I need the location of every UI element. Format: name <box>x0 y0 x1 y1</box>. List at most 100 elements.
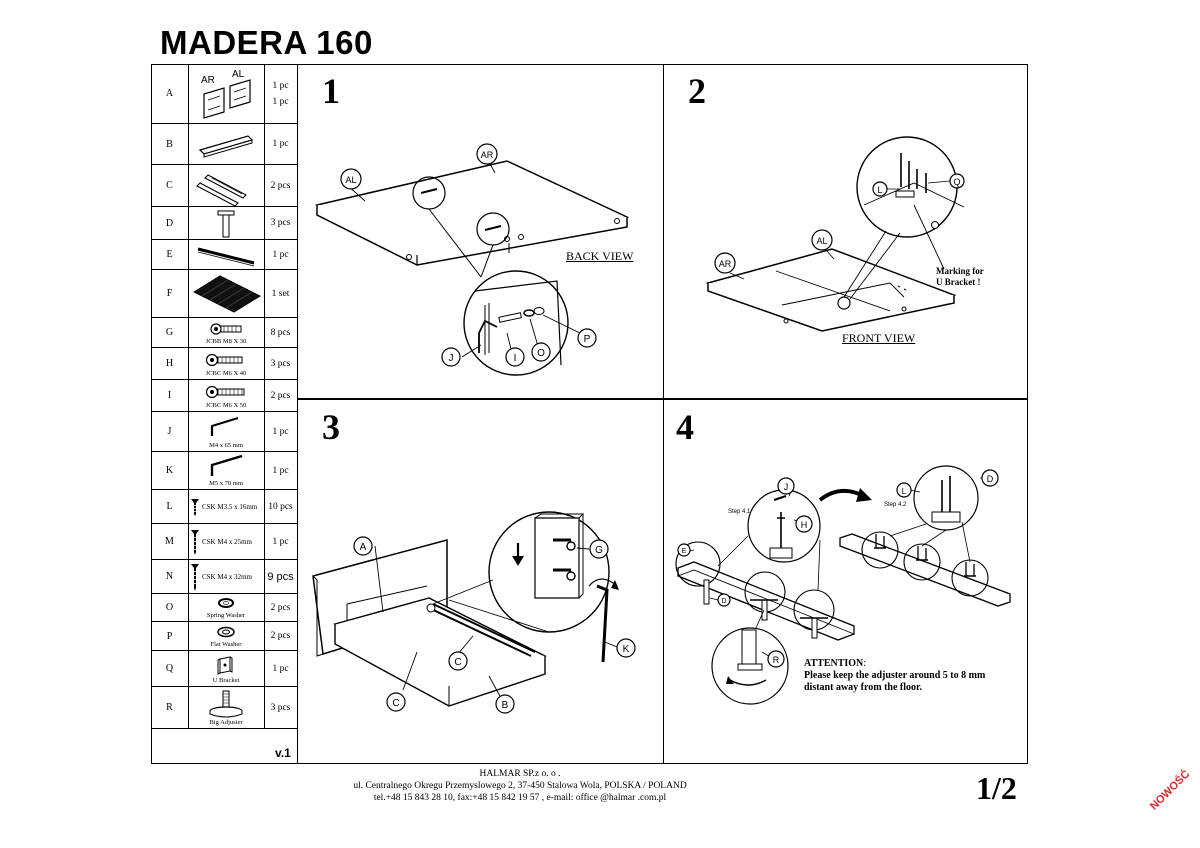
part-qty: 2 pcs <box>270 602 291 613</box>
part-qty: 1 pc <box>272 139 289 149</box>
callout-j: J <box>784 482 789 492</box>
part-qty: 3 pcs <box>270 702 291 713</box>
step-1-number: 1 <box>322 71 340 111</box>
part-label: JCBC M6 X 50 <box>205 402 247 409</box>
part-letter: C <box>151 165 189 206</box>
footer: HALMAR SP.z o. o . ul. Centralnego Okreg… <box>300 768 740 804</box>
bolt-icon: JCBC M6 X 40 <box>188 348 265 379</box>
part-letter: M <box>151 524 189 559</box>
part-letter: B <box>151 124 189 164</box>
part-row-h: H JCBC M6 X 40 3 pcs <box>151 348 297 380</box>
screw-icon: CSK M4 x 32mm <box>188 560 265 593</box>
part-label: JCBC M6 X 40 <box>205 370 247 377</box>
part-letter: G <box>151 318 189 347</box>
part-label: CSK M4 x 25mm <box>202 537 252 546</box>
part-row-b: B 1 pc <box>151 124 297 165</box>
headboard-panels-icon: AR AL <box>188 64 265 123</box>
part-qty: 1 pc <box>272 96 289 107</box>
part-qty: 1 pc <box>272 663 289 674</box>
callout-o: O <box>537 348 545 359</box>
attention-note: ATTENTION: Please keep the adjuster arou… <box>804 658 986 693</box>
part-letter: A <box>151 64 189 123</box>
attention-line: distant away from the floor. <box>804 682 923 693</box>
version-label: v.1 <box>275 746 291 760</box>
part-label: Flat Washer <box>210 641 242 648</box>
callout-p: P <box>584 334 591 345</box>
callout-q: Q <box>953 177 960 187</box>
callout-r: R <box>773 655 780 665</box>
part-letter: R <box>151 687 189 728</box>
step-1-diagram: AL AR J I O P <box>314 143 630 376</box>
part-label-al: AL <box>232 69 245 80</box>
part-letter: L <box>151 490 189 523</box>
part-letter: D <box>151 207 189 239</box>
side-rail-icon <box>188 165 265 207</box>
note-line: Marking for <box>936 266 984 276</box>
callout-ar: AR <box>481 150 494 160</box>
footer-address: ul. Centralnego Okregu Przemyslowego 2, … <box>353 781 687 791</box>
part-label: U Bracket <box>212 677 240 684</box>
part-label-ar: AR <box>201 75 215 86</box>
footer-contact: tel.+48 15 843 28 10, fax:+48 15 842 19 … <box>373 793 667 803</box>
substep-4-2-label: Step 4.2 <box>884 502 907 508</box>
part-row-r: R Big Adjuster 3 pcs <box>151 687 297 729</box>
step-3-diagram: A G C C B K <box>312 511 636 714</box>
callout-h: H <box>801 520 808 530</box>
part-qty: 2 pcs <box>270 390 291 401</box>
part-row-g: G JCBB M8 X 30 8 pcs <box>151 318 297 348</box>
screw-icon: CSK M4 x 25mm <box>188 524 265 559</box>
part-qty: 1 pc <box>272 80 289 91</box>
part-qty: 3 pcs <box>270 218 291 228</box>
step-2-caption: FRONT VIEW <box>842 331 916 345</box>
panel-divider-horizontal <box>298 398 1028 400</box>
part-letter: Q <box>151 651 189 686</box>
callout-c: C <box>392 698 399 709</box>
attention-title: ATTENTION <box>804 658 864 669</box>
instruction-sheet <box>151 64 1028 764</box>
part-row-o: O Spring Washer 2 pcs <box>151 594 297 622</box>
callout-al: AL <box>345 175 356 185</box>
callout-c: C <box>454 657 461 668</box>
screw-icon: CSK M3.5 x 16mm <box>188 490 265 523</box>
step-3-number: 3 <box>322 407 340 447</box>
callout-a: A <box>360 542 367 553</box>
part-qty: 2 pcs <box>270 631 291 641</box>
part-letter: N <box>151 560 189 593</box>
adjuster-icon: Big Adjuster <box>188 687 265 728</box>
part-letter: E <box>151 240 189 269</box>
leg-icon <box>188 207 265 239</box>
step-4-diagram: J H E D R L D Step 4.1 Step 4.2 <box>675 465 1011 705</box>
part-qty: 1 pc <box>272 249 289 260</box>
part-letter: H <box>151 348 189 379</box>
callout-d: D <box>721 598 726 605</box>
substep-4-1-label: Step 4.1 <box>728 509 751 515</box>
page-number: 1/2 <box>976 770 1017 806</box>
part-row-p: P Flat Washer 2 pcs <box>151 622 297 651</box>
center-beam-icon <box>188 240 265 269</box>
callout-ar: AR <box>719 259 732 269</box>
panel-divider-vertical <box>663 64 664 764</box>
callout-l: L <box>902 487 907 496</box>
flat-washer-icon: Flat Washer <box>188 622 265 650</box>
step-4-number: 4 <box>676 407 694 447</box>
part-row-l: L CSK M3.5 x 16mm 10 pcs <box>151 490 297 524</box>
callout-g: G <box>595 545 603 556</box>
document-title: MADERA 160 <box>160 24 373 61</box>
footboard-icon <box>188 124 265 164</box>
step-1-caption: BACK VIEW <box>566 249 634 263</box>
spring-washer-icon: Spring Washer <box>188 594 265 621</box>
callout-e: E <box>682 548 687 555</box>
part-row-n: N CSK M4 x 32mm 9 pcs <box>151 560 297 594</box>
callout-d: D <box>987 474 994 484</box>
part-qty: 9 pcs <box>267 570 294 583</box>
part-qty: 3 pcs <box>270 358 291 369</box>
allen-key-icon: M4 x 65 mm <box>188 412 265 451</box>
part-letter: P <box>151 622 189 650</box>
note-line: U Bracket ! <box>936 277 981 287</box>
allen-key-icon: M5 x 70 mm <box>188 452 265 489</box>
slats-icon <box>188 270 265 317</box>
attention-line: Please keep the adjuster around 5 to 8 m… <box>804 670 986 681</box>
part-qty: 8 pcs <box>270 327 291 338</box>
step-2-diagram: L Q AR AL <box>705 136 965 332</box>
part-label: M4 x 65 mm <box>209 442 243 449</box>
